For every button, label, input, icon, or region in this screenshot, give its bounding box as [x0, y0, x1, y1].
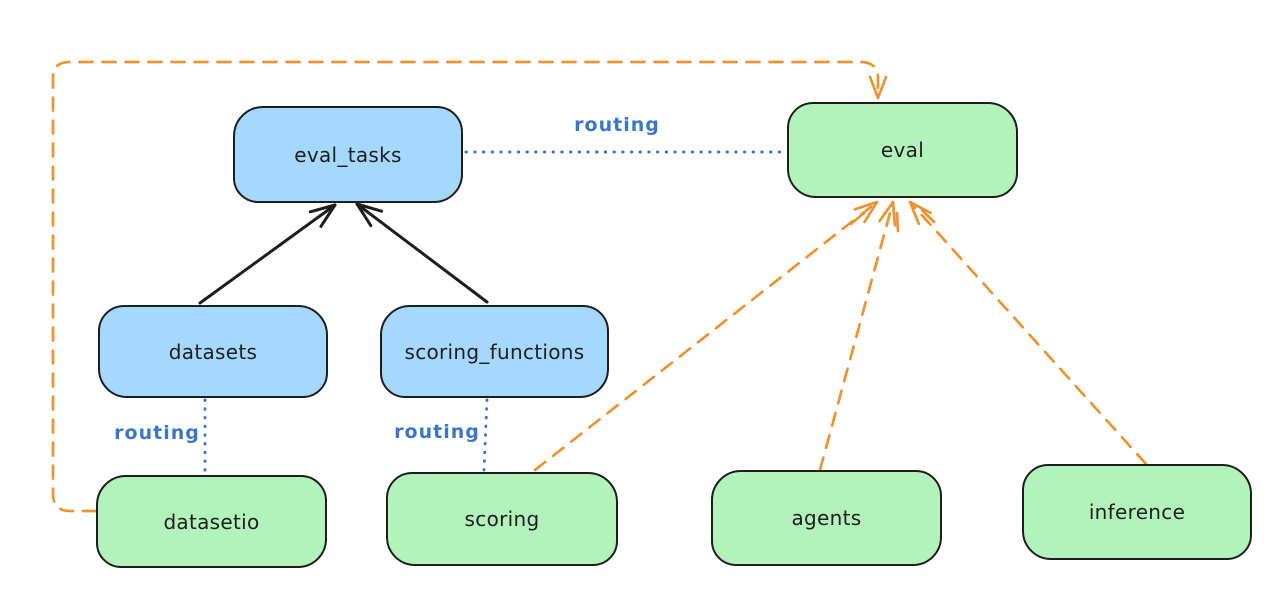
arrowhead-scoring-to-eval-2	[849, 211, 866, 226]
edge-datasets-to-eval-tasks	[198, 203, 337, 305]
edge-datasetio-to-eval	[51, 60, 880, 513]
node-inference: inference	[1022, 464, 1252, 560]
edge-label-routing-scoring-functions-scoring: routing	[394, 421, 480, 443]
edge-agents-to-eval	[818, 200, 895, 472]
arrowhead-inference-to-eval	[908, 200, 932, 226]
node-scoring-functions: scoring_functions	[380, 305, 609, 398]
arrowhead-agents-to-eval	[878, 200, 897, 227]
node-agents-label: agents	[791, 506, 862, 530]
edge-scoring-functions-to-eval-tasks	[355, 202, 489, 304]
arrowhead-scoring-functions-to-eval-tasks	[355, 202, 384, 228]
edge-label-routing-datasets-datasetio: routing	[114, 422, 200, 444]
node-eval: eval	[787, 102, 1018, 198]
node-eval-tasks: eval_tasks	[233, 106, 463, 203]
edge-scoring-to-eval	[533, 200, 879, 472]
node-inference-label: inference	[1088, 500, 1186, 524]
arrowhead-datasetio-to-eval	[868, 75, 888, 100]
node-scoring-label: scoring	[464, 507, 540, 531]
arrowhead-scoring-to-eval	[853, 200, 879, 224]
node-datasetio-label: datasetio	[163, 509, 260, 534]
arrowhead-agents-to-eval-2	[895, 211, 900, 233]
node-eval-label: eval	[880, 138, 925, 162]
node-datasetio: datasetio	[96, 475, 327, 568]
node-eval-tasks-label: eval_tasks	[294, 142, 402, 167]
edge-inference-to-eval	[908, 200, 1148, 466]
node-scoring: scoring	[386, 472, 618, 566]
node-datasets-label: datasets	[168, 339, 258, 364]
node-scoring-functions-label: scoring_functions	[404, 339, 585, 364]
edge-label-routing-eval-tasks-eval: routing	[574, 114, 660, 136]
node-datasets: datasets	[98, 305, 328, 398]
node-agents: agents	[711, 470, 942, 566]
edge-scoring-functions-to-scoring	[482, 398, 489, 472]
arrowhead-inference-to-eval-2	[920, 208, 936, 224]
arrowhead-datasets-to-eval-tasks	[308, 203, 337, 228]
